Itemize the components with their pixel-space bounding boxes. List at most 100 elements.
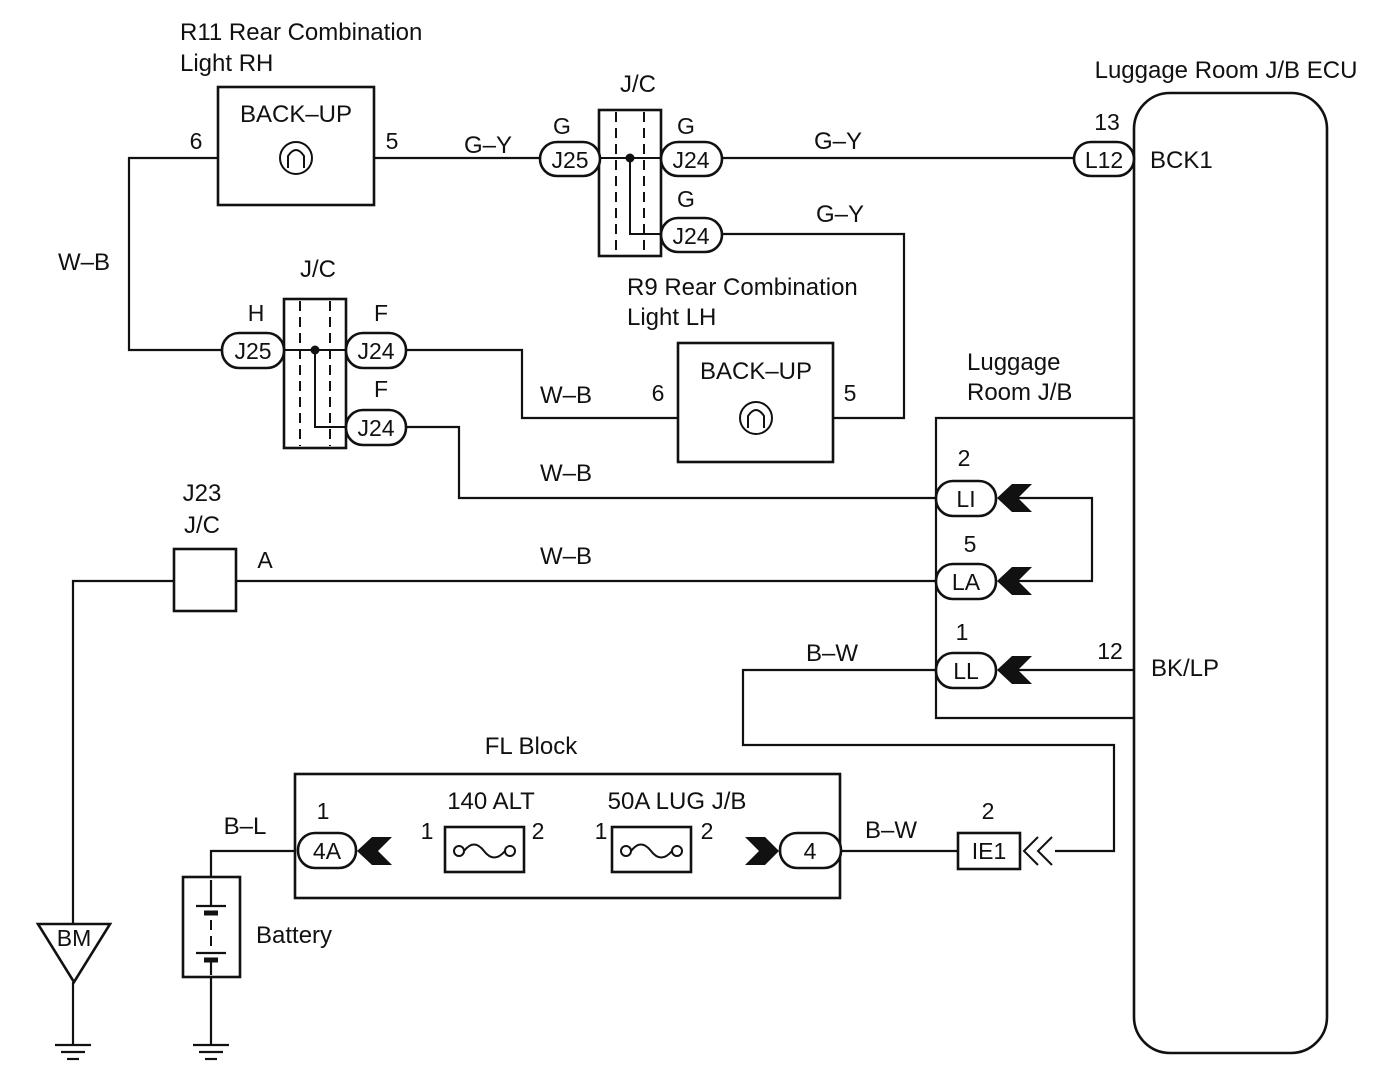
battery-icon (196, 880, 226, 975)
j24-mid2-connector (344, 408, 408, 447)
fl-block: FL Block 1 4A 140 ALT 1 2 50A LUG J/B 1 … (293, 733, 917, 900)
r9-lamp-icon (739, 401, 773, 435)
j25-top-code: J25 (551, 147, 588, 173)
ecu-box (1132, 91, 1329, 1055)
wire-label-gy-2: G–Y (814, 128, 862, 155)
j23-title-2: J/C (184, 512, 220, 539)
ecu-bklp-label: BK/LP (1151, 655, 1219, 682)
ecu-component: Luggage Room J/B ECU 13 L12 BCK1 12 BK/L… (1072, 57, 1357, 1055)
j24-mid2-code: J24 (357, 415, 394, 441)
ground-icon-battery (193, 1043, 229, 1061)
j24-mid2-pin: F (374, 376, 388, 402)
j23-terminal: A (257, 547, 273, 573)
j24-top2-connector (659, 216, 724, 254)
j24-top2-pin: G (677, 186, 695, 212)
ie1-connector (956, 831, 1022, 871)
c4-arrow-icon (745, 837, 779, 865)
j25-top-connector (538, 140, 602, 178)
ie1-pin: 2 (982, 798, 995, 824)
ll-code: LL (953, 658, 979, 684)
fuse2-label: 50A LUG J/B (608, 788, 747, 815)
li-arrow-icon (997, 484, 1032, 512)
wire-label-gy-1: G–Y (464, 132, 512, 159)
j23-box (172, 547, 238, 613)
wire-label-wb-4: W–B (540, 543, 592, 570)
la-code: LA (952, 569, 981, 595)
wire-label-wb-left: W–B (58, 249, 110, 276)
c4a-code: 4A (313, 838, 342, 864)
j23-component: J23 J/C A W–B (172, 480, 592, 613)
c4a-pin: 1 (317, 798, 330, 824)
fl-block-box (293, 772, 842, 900)
ecu-pin-bck1: 13 (1094, 109, 1120, 135)
j24-mid1-connector (344, 331, 408, 370)
c4-connector (778, 831, 843, 870)
ljb-title-2: Room J/B (967, 379, 1072, 406)
fuse2-icon (610, 825, 693, 874)
wire-wb-j24-li (406, 425, 936, 500)
jc-mid-title: J/C (300, 256, 336, 283)
la-arrow-icon (997, 567, 1032, 595)
wire-label-gy-3: G–Y (816, 201, 864, 228)
r11-lamp-icon (279, 141, 313, 175)
wire-bl-battery (209, 849, 300, 877)
battery-component: Battery B–L (181, 813, 332, 979)
j24-mid1-pin: F (374, 300, 388, 326)
ll-pin: 1 (956, 619, 969, 645)
r11-backup-label: BACK–UP (240, 101, 352, 128)
wire-wb-j23-la (71, 579, 936, 935)
la-connector (934, 562, 998, 601)
jc-top: J/C G J25 G J24 G J24 G–Y G–Y (538, 71, 864, 258)
r11-pin-left: 6 (190, 128, 203, 154)
wire-label-bl: B–L (224, 813, 267, 840)
r11-title-1: R11 Rear Combination (180, 19, 422, 46)
wire-li-la-bridge (1018, 496, 1094, 583)
jc-top-title: J/C (620, 71, 656, 98)
ljb-box (934, 416, 1134, 720)
j23-title-1: J23 (183, 480, 222, 507)
fl-block-title: FL Block (485, 733, 578, 760)
ljb-title-1: Luggage (967, 349, 1060, 376)
fuse1-label: 140 ALT (447, 788, 535, 815)
bm-label: BM (57, 925, 92, 951)
wire-gy-j24-r9 (722, 232, 906, 420)
r9-backup-label: BACK–UP (700, 358, 812, 385)
wire-label-wb-3: W–B (540, 460, 592, 487)
c4a-arrow-icon (357, 837, 392, 865)
battery-label: Battery (256, 922, 332, 949)
r9-title-2: Light LH (627, 304, 716, 331)
j24-top1-pin: G (677, 113, 695, 139)
ie1-code: IE1 (972, 838, 1007, 864)
r9-title-1: R9 Rear Combination (627, 274, 858, 301)
fuse1-pin2: 2 (532, 818, 545, 844)
ecu-pin-bklp: 12 (1097, 638, 1123, 664)
r11-component: R11 Rear Combination Light RH BACK–UP 6 … (180, 19, 512, 207)
wires (71, 156, 1134, 1045)
li-code: LI (956, 486, 975, 512)
wire-wb-j24-r9 (406, 348, 678, 420)
j24-mid1-code: J24 (357, 338, 394, 364)
j25-top-pin: G (553, 113, 571, 139)
jc-mid: J/C H J25 F J24 F J24 W–B W–B (220, 256, 592, 487)
bm-ground: BM (35, 922, 229, 1061)
r9-pin-left: 6 (652, 380, 665, 406)
fuse2-pin2: 2 (701, 818, 714, 844)
r11-box (216, 85, 376, 207)
fuse1-icon (443, 825, 526, 874)
c4a-connector (296, 831, 358, 870)
ie1-connector-group: 2 IE1 (956, 798, 1053, 871)
bm-triangle-icon (35, 922, 113, 985)
j24-top1-code: J24 (672, 147, 709, 173)
wire-label-wb-2: W–B (540, 382, 592, 409)
l12-code: L12 (1085, 147, 1123, 173)
j25-mid-pin: H (248, 300, 265, 326)
ground-icon-left (55, 1043, 91, 1061)
j25-mid-connector (220, 331, 286, 370)
fuse1-pin1: 1 (421, 818, 434, 844)
wire-label-bw-2: B–W (865, 817, 917, 844)
l12-connector (1072, 140, 1136, 178)
j25-mid-code: J25 (234, 338, 271, 364)
ll-arrow-icon (997, 656, 1032, 684)
r11-title-2: Light RH (180, 50, 273, 77)
